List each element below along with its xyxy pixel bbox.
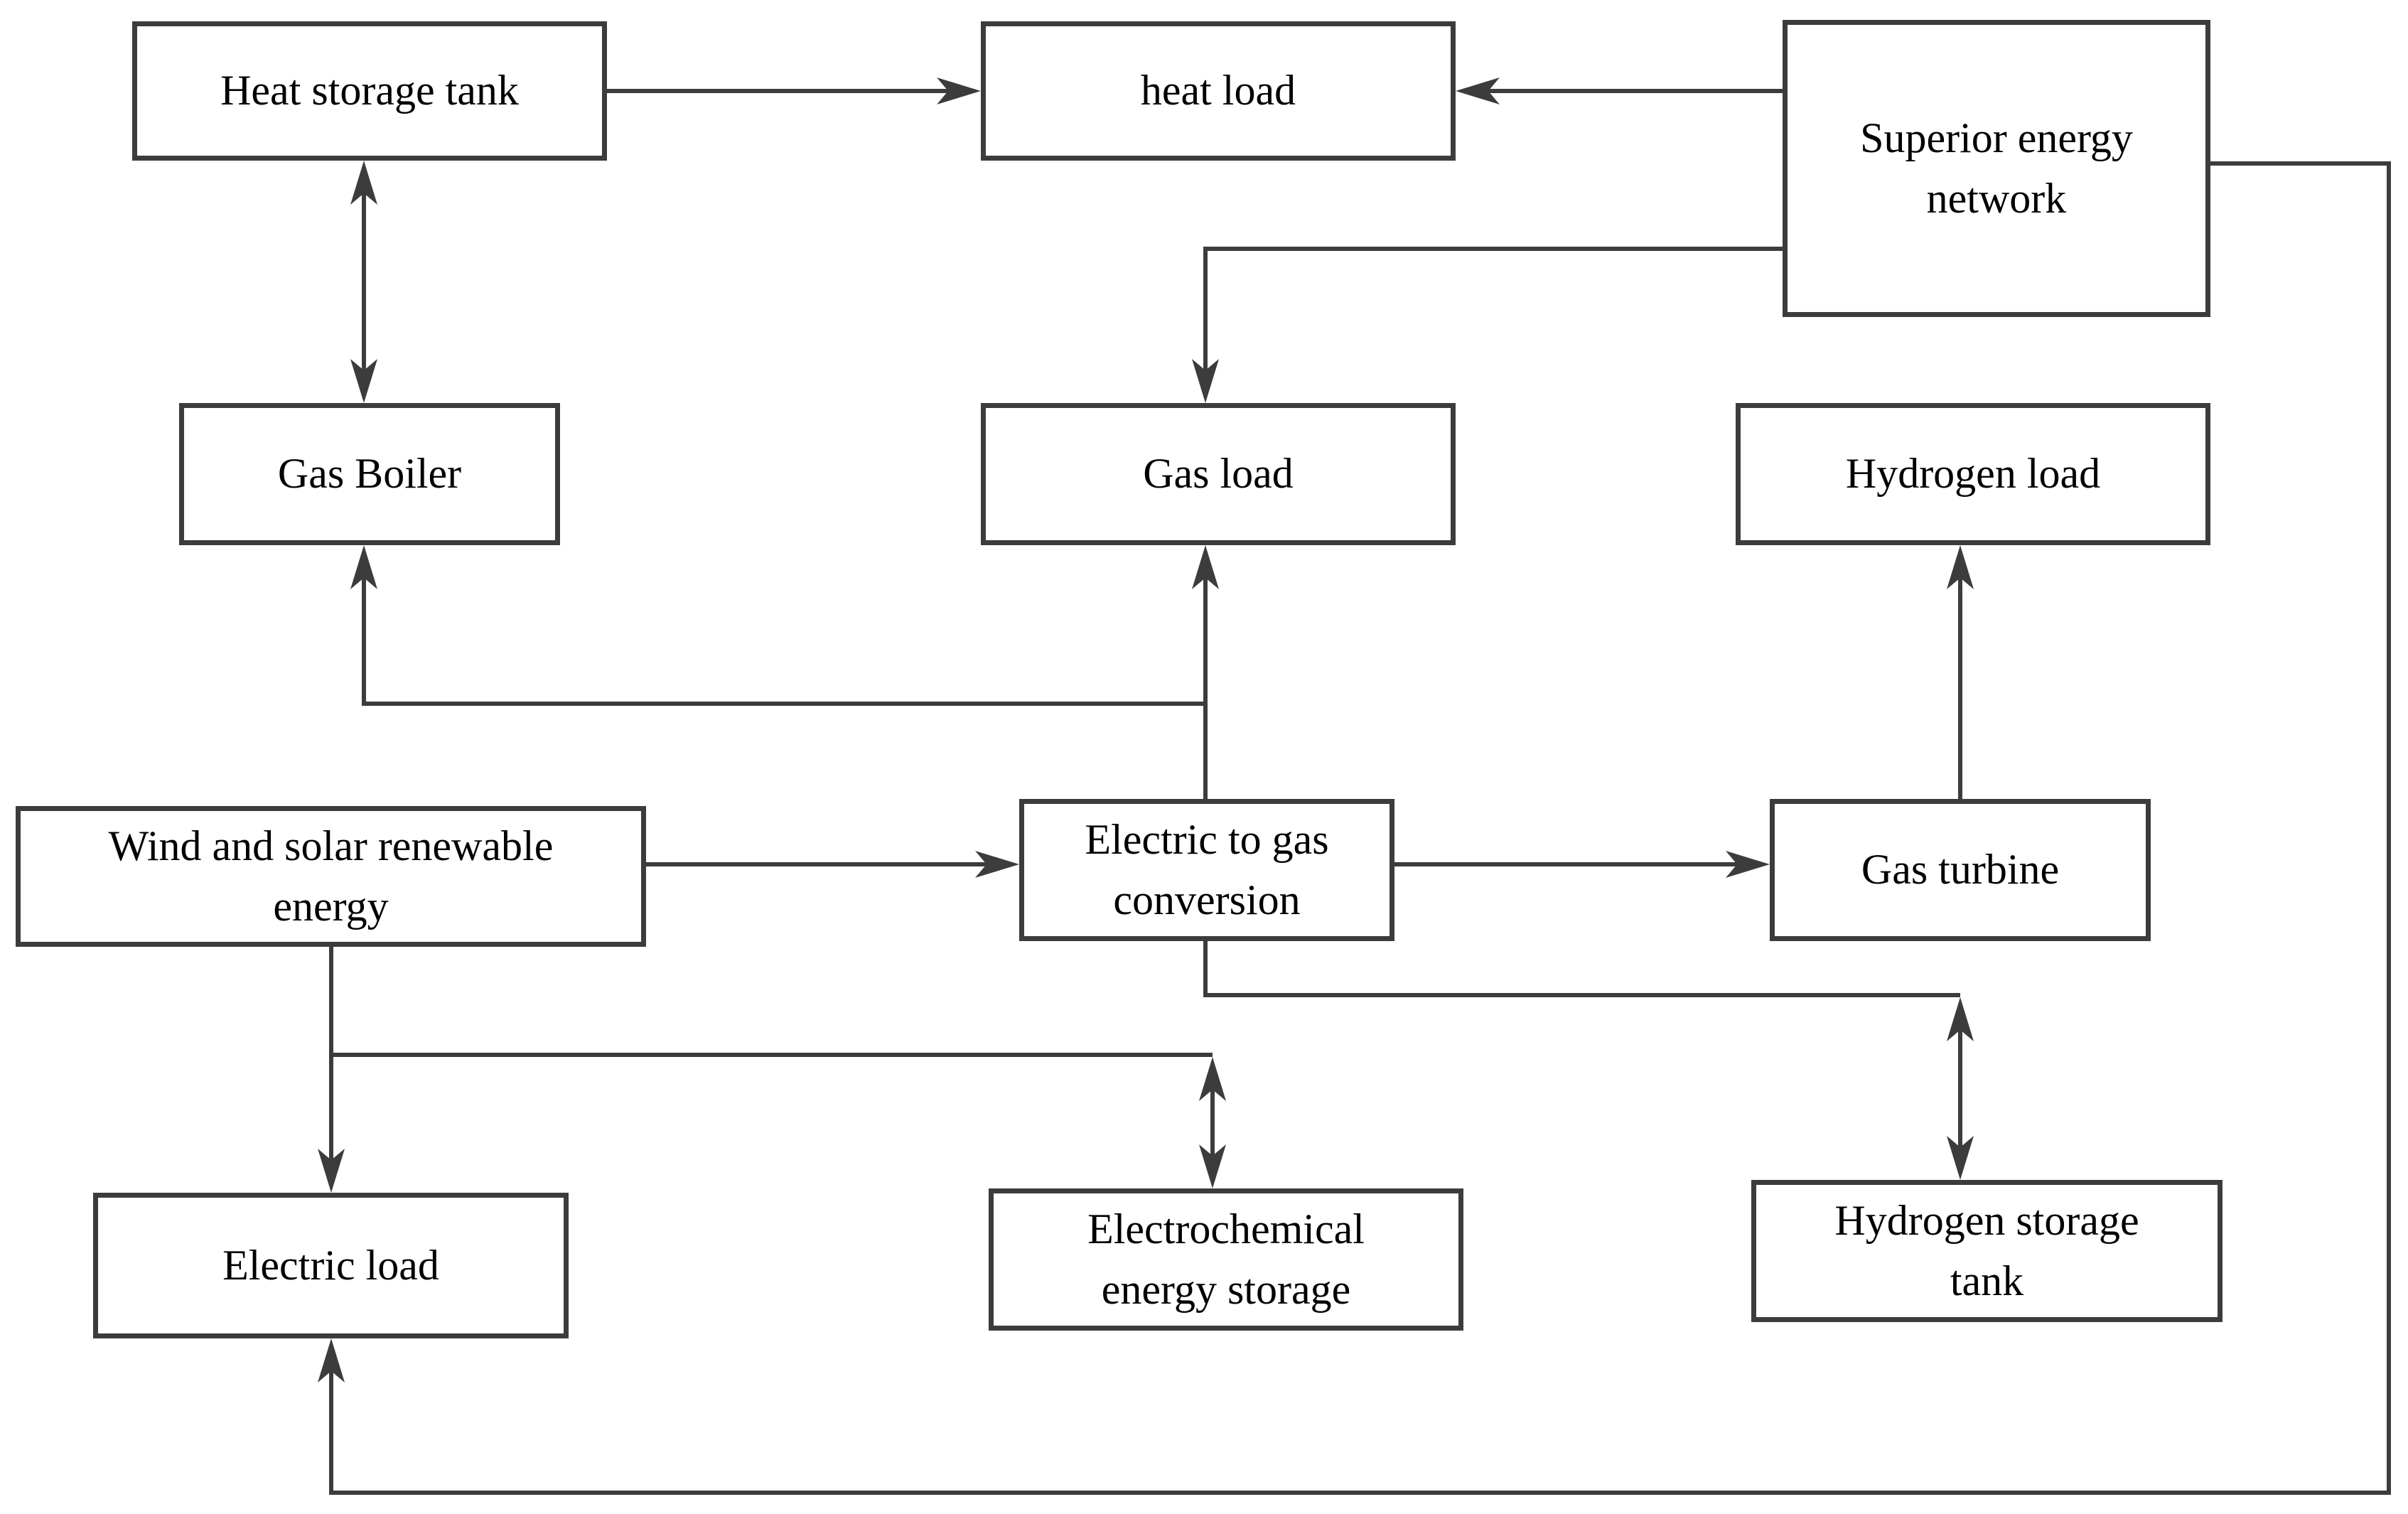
node-electric-to-gas-line1: Electric to gas bbox=[1085, 815, 1329, 863]
node-electrochemical-line1: Electrochemical bbox=[1087, 1205, 1365, 1252]
edge-electric-to-gas-to-gas-load bbox=[1192, 545, 1219, 799]
edge-gas-turbine-to-hydrogen-load bbox=[1947, 545, 1974, 799]
node-electric-to-gas-conversion-label: Electric to gas conversion bbox=[1085, 810, 1328, 930]
edge-superior-energy-network-to-heat-load bbox=[1456, 77, 1783, 104]
node-heat-storage-tank-label: Heat storage tank bbox=[220, 67, 519, 114]
node-hydrogen-storage-tank-line1: Hydrogen storage bbox=[1834, 1196, 2139, 1244]
node-heat-storage-tank: Heat storage tank bbox=[132, 21, 607, 161]
node-superior-energy-network: Superior energy network bbox=[1783, 20, 2210, 317]
arrowhead-up-icon bbox=[1199, 1057, 1226, 1101]
node-superior-energy-network-line1: Superior energy bbox=[1860, 114, 2133, 161]
node-heat-load-label: heat load bbox=[1140, 67, 1296, 114]
arrowhead-right-icon bbox=[937, 77, 981, 104]
edge-line bbox=[1203, 247, 1783, 370]
node-gas-turbine-label: Gas turbine bbox=[1861, 846, 2060, 893]
arrowhead-down-icon bbox=[350, 359, 377, 403]
node-gas-boiler: Gas Boiler bbox=[179, 403, 560, 545]
node-superior-energy-network-label: Superior energy network bbox=[1860, 108, 2133, 229]
edge-electric-to-gas-to-gas-turbine bbox=[1394, 851, 1770, 878]
edge-wind-solar-to-electric-load bbox=[318, 947, 345, 1193]
arrowhead-left-icon bbox=[1456, 77, 1500, 104]
edge-electric-to-gas-to-hydrogen-pipe bbox=[1203, 941, 1960, 997]
edge-line bbox=[1203, 941, 1960, 997]
arrowhead-down-icon bbox=[1947, 1136, 1974, 1180]
edge-electric-to-gas-to-gas-boiler bbox=[350, 545, 1205, 706]
node-hydrogen-storage-tank-label: Hydrogen storage tank bbox=[1834, 1191, 2139, 1311]
node-electrochemical-line2: energy storage bbox=[1101, 1266, 1351, 1313]
node-gas-boiler-label: Gas Boiler bbox=[277, 450, 462, 498]
arrowhead-down-icon bbox=[1192, 359, 1219, 403]
arrowhead-up-icon bbox=[1947, 997, 1974, 1041]
edge-wind-solar-to-electric-to-gas bbox=[646, 851, 1019, 878]
node-gas-load: Gas load bbox=[981, 403, 1456, 545]
arrowhead-up-icon bbox=[350, 161, 377, 205]
node-wind-solar-renewable-energy-label: Wind and solar renewable energy bbox=[109, 816, 554, 937]
arrowhead-down-icon bbox=[318, 1149, 345, 1193]
node-electric-load-label: Electric load bbox=[222, 1241, 439, 1289]
arrowhead-up-icon bbox=[350, 545, 377, 589]
edge-line bbox=[362, 578, 1205, 706]
node-electric-load: Electric load bbox=[93, 1193, 569, 1338]
arrowhead-up-icon bbox=[1192, 545, 1219, 589]
node-superior-energy-network-line2: network bbox=[1926, 175, 2067, 222]
node-electrochemical-energy-storage: Electrochemical energy storage bbox=[989, 1188, 1463, 1331]
arrowhead-right-icon bbox=[1726, 851, 1770, 878]
edge-superior-energy-network-to-gas-load bbox=[1192, 247, 1783, 403]
node-hydrogen-load-label: Hydrogen load bbox=[1845, 450, 2101, 498]
edge-heat-storage-tank-to-heat-load bbox=[607, 77, 981, 104]
arrowhead-down-icon bbox=[1199, 1144, 1226, 1188]
node-hydrogen-storage-tank: Hydrogen storage tank bbox=[1751, 1180, 2222, 1322]
edge-line bbox=[329, 161, 2391, 1495]
node-hydrogen-storage-tank-line2: tank bbox=[1950, 1257, 2024, 1304]
edge-heat-storage-tank-gas-boiler-two-way bbox=[350, 161, 377, 403]
node-gas-load-label: Gas load bbox=[1143, 450, 1294, 498]
node-electric-to-gas-conversion: Electric to gas conversion bbox=[1019, 799, 1394, 941]
node-hydrogen-load: Hydrogen load bbox=[1736, 403, 2210, 545]
node-heat-load: heat load bbox=[981, 21, 1456, 161]
arrowhead-up-icon bbox=[1947, 545, 1974, 589]
edge-wind-solar-electrochemical-storage-two-way bbox=[331, 1053, 1226, 1188]
node-wind-solar-line2: energy bbox=[273, 883, 389, 930]
edge-hydrogen-pipe-hydrogen-storage-tank-two-way bbox=[1947, 997, 1974, 1180]
node-gas-turbine: Gas turbine bbox=[1770, 799, 2151, 941]
node-electrochemical-energy-storage-label: Electrochemical energy storage bbox=[1087, 1199, 1365, 1320]
node-wind-solar-renewable-energy: Wind and solar renewable energy bbox=[16, 806, 646, 947]
arrowhead-right-icon bbox=[975, 851, 1019, 878]
node-wind-solar-line1: Wind and solar renewable bbox=[108, 822, 554, 869]
node-electric-to-gas-line2: conversion bbox=[1113, 876, 1301, 923]
arrowhead-up-icon bbox=[318, 1338, 345, 1383]
edge-superior-energy-network-to-electric-load bbox=[318, 161, 2391, 1495]
